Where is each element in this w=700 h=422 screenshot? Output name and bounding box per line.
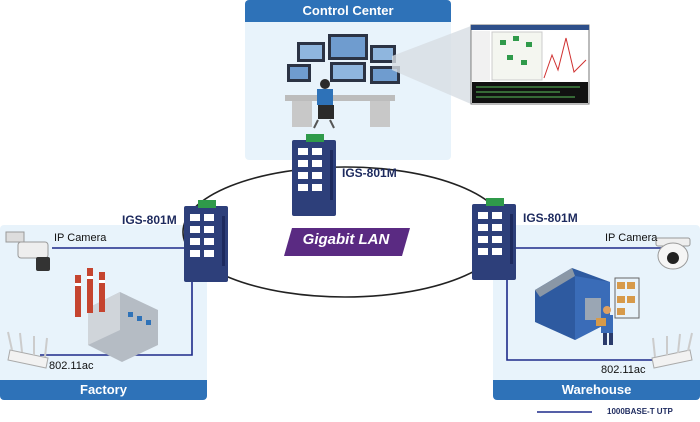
factory-camera-label: IP Camera [54, 232, 107, 244]
switch-top [292, 134, 336, 216]
control-room-illustration [285, 34, 400, 129]
factory-ip-camera [5, 231, 50, 271]
zoom-projection [392, 26, 471, 104]
switch-left [184, 200, 228, 282]
factory-title: Factory [0, 380, 207, 400]
warehouse-title: Warehouse [493, 380, 700, 400]
warehouse-illustration [535, 268, 640, 345]
nms-software-screenshot [470, 24, 590, 105]
switch-left-label: IGS-801M [122, 213, 177, 227]
factory-illustration [75, 268, 158, 362]
legend-label: 1000BASE-T UTP [607, 407, 673, 416]
factory-access-point [7, 331, 49, 369]
switch-right [472, 198, 516, 280]
warehouse-ap-label: 802.11ac [601, 364, 646, 376]
warehouse-camera-label: IP Camera [605, 232, 658, 244]
warehouse-ip-camera [655, 237, 691, 270]
switch-top-label: IGS-801M [342, 166, 397, 180]
control-center-title: Control Center [245, 0, 451, 22]
switch-right-label: IGS-801M [523, 211, 578, 225]
factory-ap-label: 802.11ac [49, 360, 94, 372]
gigabit-lan-label: Gigabit LAN [302, 231, 390, 248]
gigabit-lan-badge [284, 228, 410, 256]
warehouse-access-point [651, 332, 693, 369]
